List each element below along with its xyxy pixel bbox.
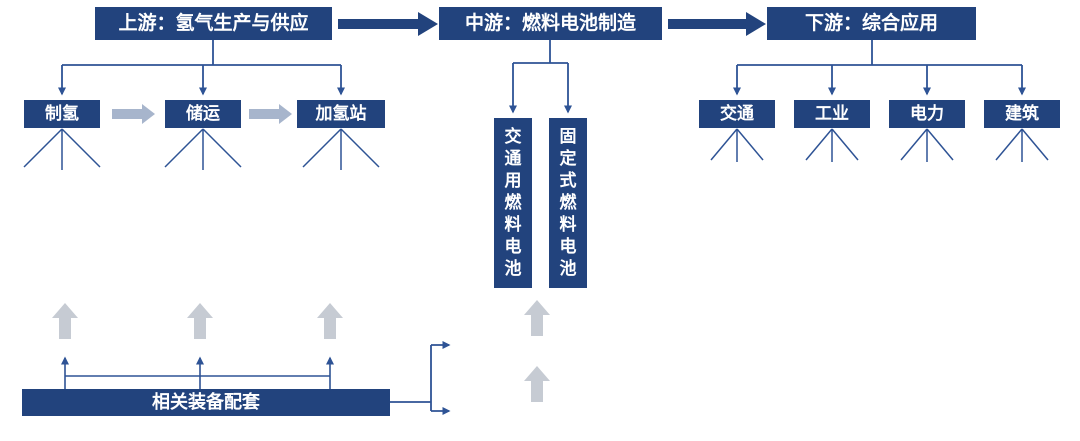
midstream-tree	[509, 40, 572, 114]
downstream-tree	[733, 40, 1026, 96]
midstream-item-transport-fuel-cell: 交通用燃料电池	[494, 118, 532, 288]
equipment-up-arrows	[61, 356, 334, 389]
upstream-item-hydrogen-production: 制氢	[24, 100, 100, 128]
equipment-support-box: 相关装备配套	[22, 389, 390, 416]
arrow-up-icon	[52, 300, 550, 402]
downstream-item-transport: 交通	[699, 100, 775, 128]
header-downstream: 下游：综合应用	[767, 7, 976, 40]
header-midstream: 中游：燃料电池制造	[439, 7, 662, 40]
downstream-item-power: 电力	[889, 100, 965, 128]
downstream-fanout-lines	[710, 128, 1049, 162]
equipment-bracket	[390, 341, 451, 415]
upstream-tree	[58, 40, 345, 96]
header-upstream: 上游：氢气生产与供应	[95, 7, 332, 40]
downstream-item-industry: 工业	[794, 100, 870, 128]
downstream-item-building: 建筑	[984, 100, 1060, 128]
upstream-item-refueling-station: 加氢站	[297, 100, 385, 128]
upstream-fanout-lines	[23, 128, 380, 170]
midstream-item-stationary-fuel-cell: 固定式燃料电池	[549, 118, 587, 288]
upstream-item-storage-transport: 储运	[165, 100, 241, 128]
